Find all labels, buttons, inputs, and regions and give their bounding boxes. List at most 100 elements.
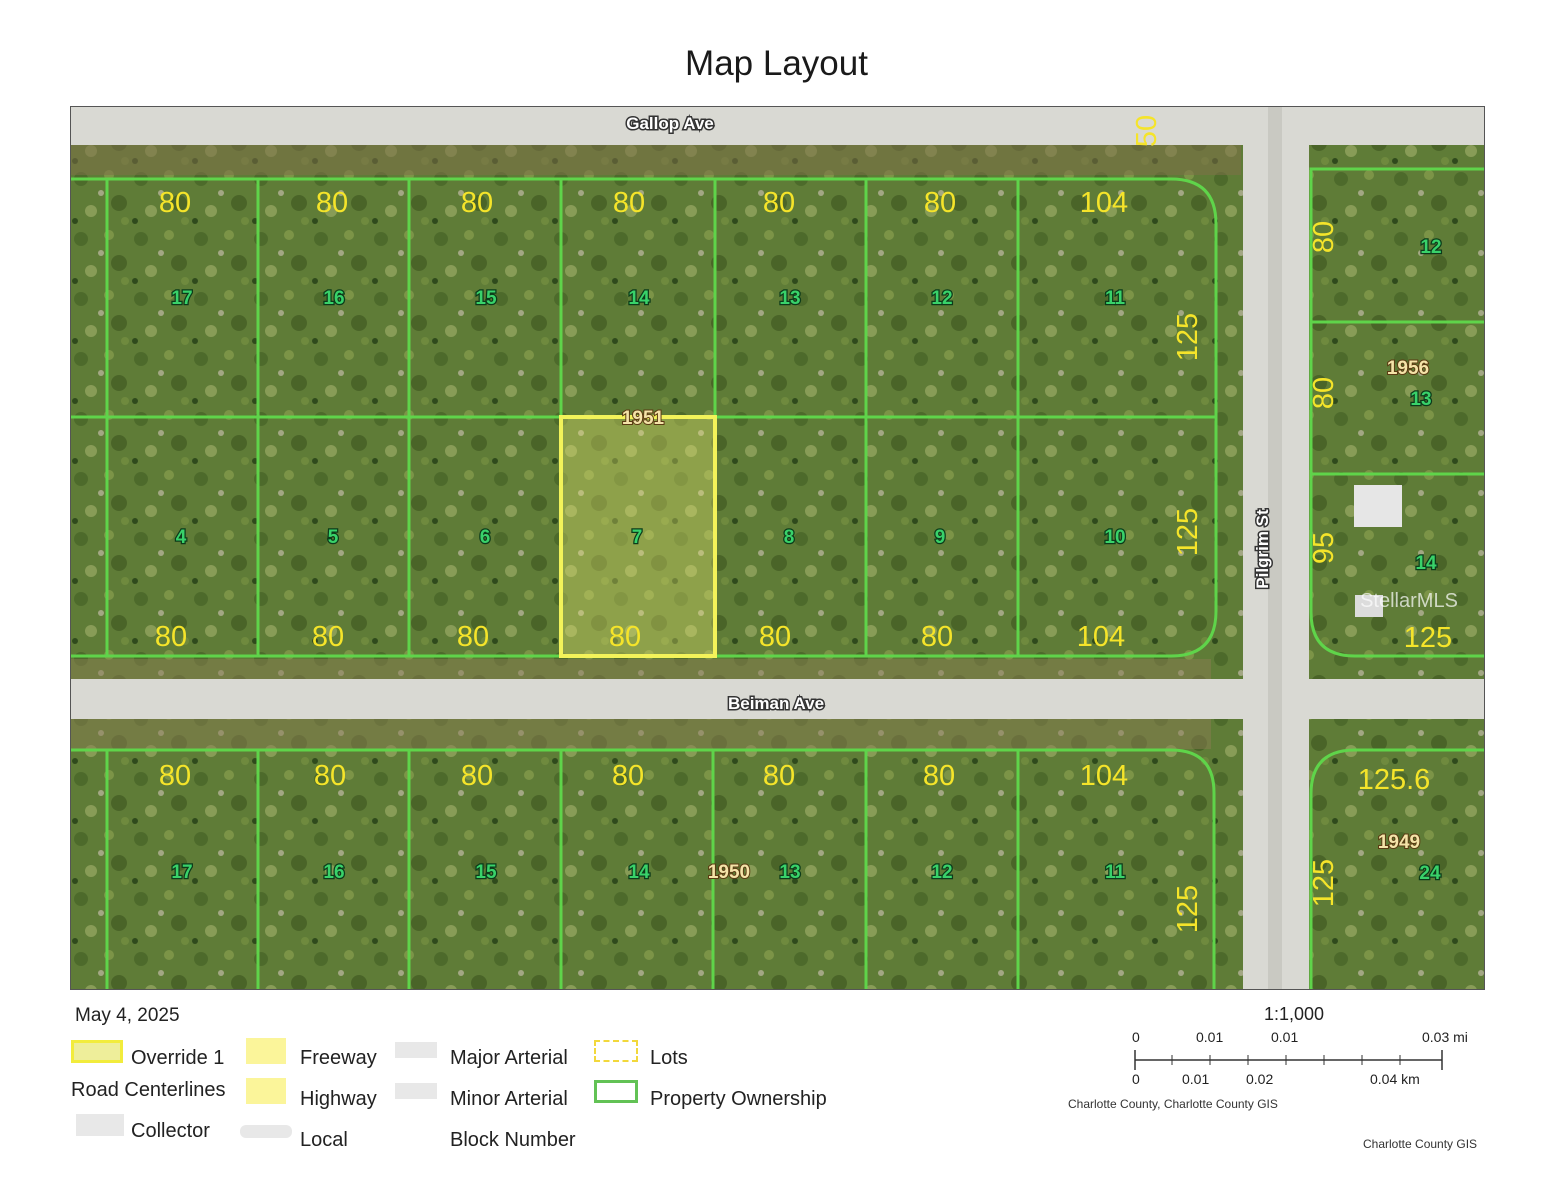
- legend-override: Override 1: [131, 1047, 225, 1069]
- depth-label: 125: [1172, 313, 1204, 361]
- width-label: 80: [763, 187, 795, 219]
- block-number: 1956: [1387, 358, 1429, 379]
- width-label: 104: [1080, 760, 1128, 792]
- block-number: 1950: [708, 862, 750, 883]
- scale-mi-tick: 0.03 mi: [1422, 1029, 1468, 1045]
- width-label: 80: [155, 621, 187, 653]
- gallop-ave-shoulder: [71, 145, 1241, 175]
- lot-number[interactable]: 5: [326, 526, 340, 550]
- aerial-map[interactable]: Gallop Ave Beiman Ave Pilgrim St 50 80 8…: [71, 107, 1484, 989]
- width-label: 80: [924, 187, 956, 219]
- lot-number[interactable]: 17: [170, 861, 194, 885]
- gallop-ave-label: Gallop Ave: [626, 114, 714, 133]
- lots-swatch: [594, 1040, 638, 1062]
- pilgrim-st-centerline: [1268, 107, 1282, 989]
- collector-swatch: [76, 1114, 124, 1136]
- east-depth-label: 80: [1308, 377, 1340, 409]
- major-arterial-swatch: [395, 1042, 437, 1058]
- south-row-widths: 80 80 80 80 80 80 104: [159, 760, 1128, 792]
- lot-number[interactable]: 6: [478, 526, 491, 550]
- legend-road-centerlines: Road Centerlines: [71, 1079, 226, 1101]
- southeast-top-label: 125.6: [1358, 764, 1431, 796]
- property-ownership-swatch: [594, 1080, 638, 1103]
- beiman-ave-north-shoulder: [71, 659, 1211, 679]
- width-label: 80: [159, 760, 191, 792]
- north-row-widths: 80 80 80 80 80 80 104: [159, 187, 1128, 219]
- corner-dimension: 50: [1131, 115, 1163, 147]
- legend-property-ownership: Property Ownership: [650, 1088, 827, 1110]
- minor-arterial-swatch: [395, 1083, 437, 1099]
- lot-number[interactable]: 14: [1414, 552, 1438, 576]
- southeast-depth-label: 125: [1308, 859, 1340, 907]
- lot-number[interactable]: 9: [933, 526, 946, 550]
- lot-number[interactable]: 15: [474, 287, 498, 311]
- width-label: 80: [457, 621, 489, 653]
- east-bottom-label: 125: [1404, 622, 1452, 654]
- width-label: 80: [316, 187, 348, 219]
- block-number: 1949: [1378, 832, 1420, 853]
- middle-row-lots: 4 5 6 7 8 9 10: [174, 526, 1127, 550]
- lot-number[interactable]: 14: [627, 861, 651, 885]
- lot-number[interactable]: 16: [322, 287, 346, 311]
- width-label: 80: [763, 760, 795, 792]
- lot-number[interactable]: 11: [1104, 861, 1127, 885]
- width-label: 80: [314, 760, 346, 792]
- lot-number[interactable]: 7: [630, 526, 643, 550]
- lot-number[interactable]: 8: [782, 526, 795, 550]
- map-date: May 4, 2025: [75, 1005, 180, 1026]
- lot-number[interactable]: 17: [170, 287, 194, 311]
- beiman-ave-label: Beiman Ave: [728, 694, 824, 713]
- lot-number[interactable]: 13: [778, 287, 802, 311]
- lot-number[interactable]: 12: [930, 287, 954, 311]
- width-label: 80: [612, 760, 644, 792]
- width-label: 104: [1080, 187, 1128, 219]
- scale-mi-tick: 0.01: [1271, 1029, 1299, 1045]
- depth-label: 125: [1172, 885, 1204, 933]
- pilgrim-st-label: Pilgrim St: [1253, 509, 1272, 589]
- subject-lot-highlight[interactable]: [559, 415, 717, 658]
- width-label: 80: [613, 187, 645, 219]
- building-roof: [1354, 485, 1402, 527]
- highway-swatch: [246, 1078, 286, 1104]
- width-label: 80: [609, 621, 641, 653]
- width-label: 80: [921, 621, 953, 653]
- parcel-outlines: [71, 167, 1484, 989]
- lot-number[interactable]: 12: [930, 861, 954, 885]
- scale-ruler: [1134, 1050, 1443, 1070]
- lot-number[interactable]: 15: [474, 861, 498, 885]
- lot-number[interactable]: 14: [627, 287, 651, 311]
- lot-number[interactable]: 11: [1104, 287, 1127, 311]
- block-number: 1951: [622, 408, 665, 429]
- depth-label: 125: [1172, 508, 1204, 556]
- legend-block-number: Block Number: [450, 1129, 576, 1151]
- scale-bar: 1:1,000 0 0.01 0.01 0.03 mi 0 0.01 0.02 …: [1066, 1004, 1486, 1114]
- lot-number[interactable]: 4: [174, 526, 188, 550]
- legend-highway: Highway: [300, 1088, 377, 1110]
- scale-km-tick: 0.02: [1246, 1071, 1274, 1087]
- page-title: Map Layout: [685, 44, 868, 83]
- width-label: 80: [159, 187, 191, 219]
- width-label: 104: [1077, 621, 1125, 653]
- lot-number[interactable]: 10: [1103, 526, 1127, 550]
- south-row-lots: 17 16 15 14 13 12 11: [170, 861, 1127, 885]
- scale-ratio: 1:1,000: [1264, 1004, 1325, 1024]
- legend-major-arterial: Major Arterial: [450, 1047, 568, 1069]
- lot-number[interactable]: 24: [1418, 862, 1442, 886]
- lot-number[interactable]: 13: [1409, 388, 1433, 412]
- override-swatch: [71, 1040, 123, 1063]
- legend-lots: Lots: [650, 1047, 688, 1069]
- scale-mi-tick: 0: [1132, 1029, 1140, 1045]
- credit-gis: Charlotte County GIS: [1363, 1137, 1478, 1151]
- scale-mi-tick: 0.01: [1196, 1029, 1224, 1045]
- east-depth-label: 95: [1308, 532, 1340, 564]
- lot-number[interactable]: 13: [778, 861, 802, 885]
- legend-local: Local: [300, 1129, 348, 1151]
- lot-number[interactable]: 12: [1419, 236, 1443, 260]
- scale-km-tick: 0: [1132, 1071, 1140, 1087]
- shed-roof: [1355, 595, 1383, 617]
- legend-freeway: Freeway: [300, 1047, 377, 1069]
- map-frame[interactable]: Gallop Ave Beiman Ave Pilgrim St 50 80 8…: [70, 106, 1485, 990]
- north-row-lots: 17 16 15 14 13 12 11: [170, 287, 1127, 311]
- beiman-ave-south-shoulder: [71, 719, 1211, 749]
- lot-number[interactable]: 16: [322, 861, 346, 885]
